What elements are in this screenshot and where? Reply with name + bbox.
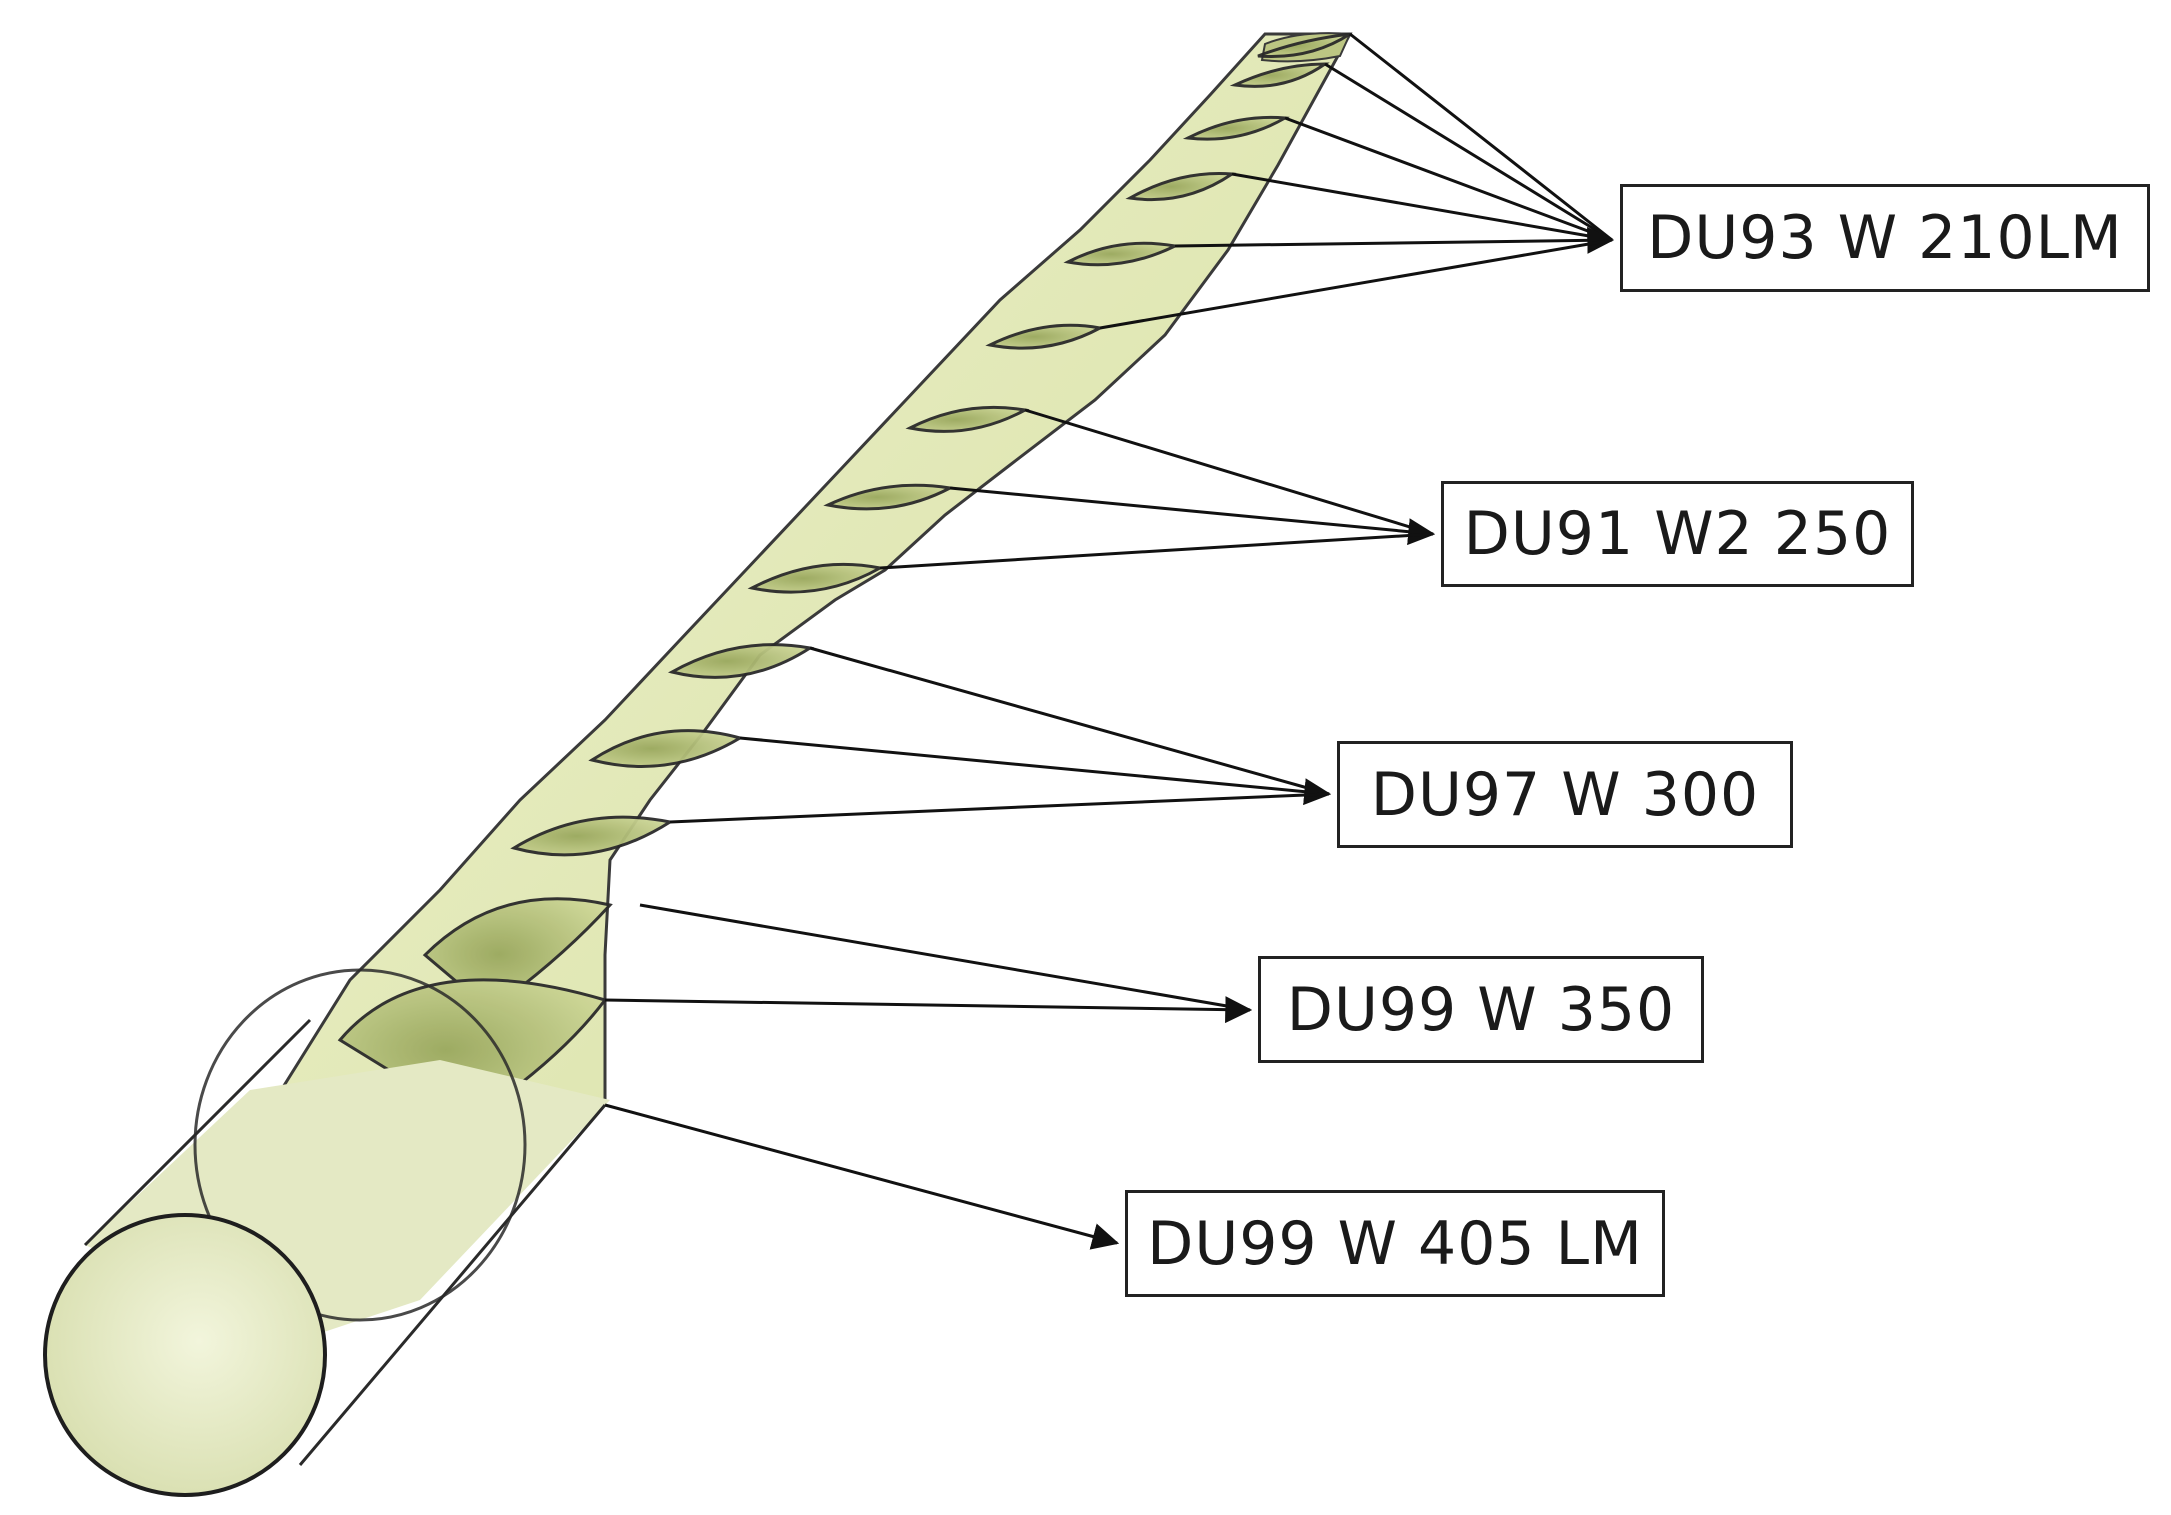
callout-label: DU93 W 210LM [1620,184,2150,292]
callout-label-text: DU99 W 350 [1286,974,1676,1045]
callout-label: DU97 W 300 [1337,741,1793,848]
airfoil-section [905,405,1030,433]
callout-connectors [604,32,1615,1250]
callout-label-text: DU91 W2 250 [1463,499,1892,569]
connector-line [879,532,1434,570]
connector-line [1349,32,1613,242]
connector-line [809,646,1330,796]
connector-line [1099,238,1613,330]
connector-line [639,903,1251,1012]
callout-label-text: DU93 W 210LM [1647,203,2123,273]
callout-label: DU91 W2 250 [1441,481,1914,587]
connector-line [1324,62,1613,242]
callout-label-text: DU99 W 405 LM [1147,1208,1643,1279]
connector-line [604,1103,1120,1250]
connector-line [669,792,1330,824]
root-cylinder [43,968,610,1497]
airfoil-sections [337,32,1351,1122]
connector-line [1174,226,1615,254]
connector-line [739,736,1332,806]
root-cylinder-end-face [43,1213,327,1497]
connector-line [1024,408,1434,536]
connector-line [949,486,1436,546]
connector-line [1284,116,1613,242]
connector-line [1231,172,1613,242]
callout-label: DU99 W 405 LM [1125,1190,1665,1297]
connector-line [604,996,1253,1024]
root-cylinder-mid-ring [193,968,527,1322]
callout-label: DU99 W 350 [1258,956,1704,1063]
callout-label-text: DU97 W 300 [1370,759,1760,830]
